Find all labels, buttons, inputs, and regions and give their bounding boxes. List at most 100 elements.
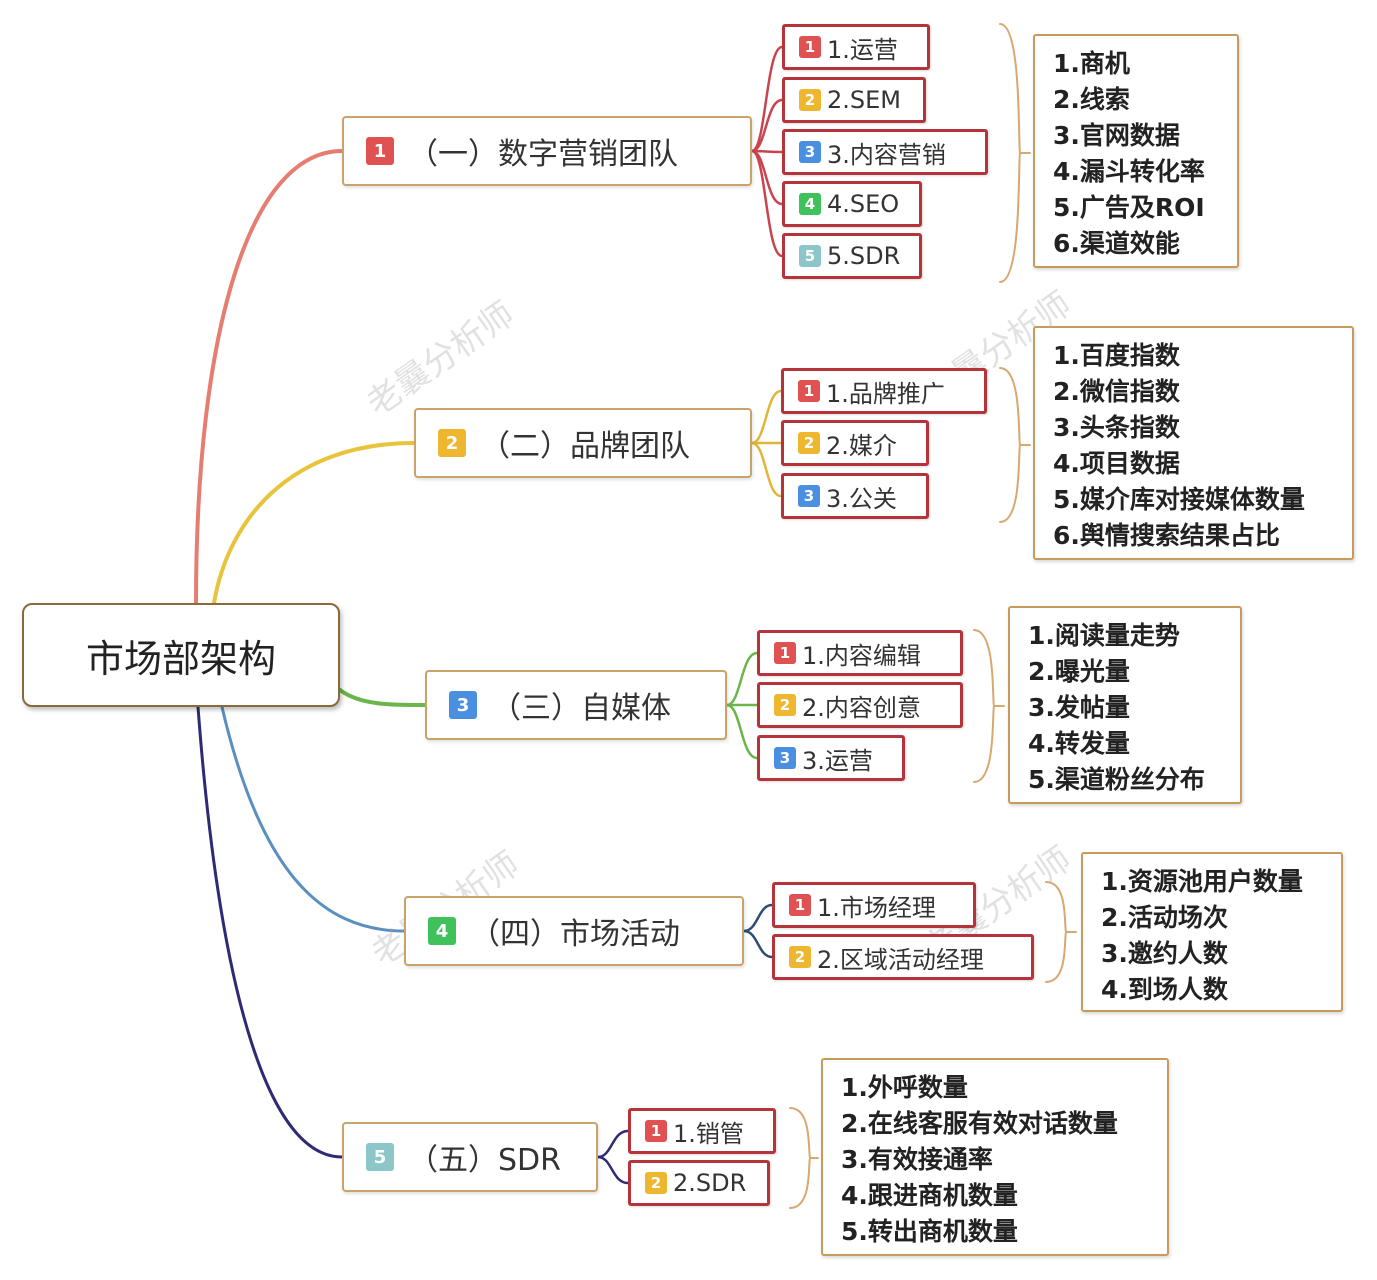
metric-item: 5.媒介库对接媒体数量: [1053, 485, 1305, 514]
metric-item: 1.商机: [1053, 49, 1130, 78]
metric-item: 1.阅读量走势: [1028, 621, 1180, 650]
sub-node-label: 2.区域活动经理: [817, 945, 984, 974]
sub-node[interactable]: 1 1.内容编辑: [757, 630, 963, 676]
metric-item: 5.广告及ROI: [1053, 193, 1205, 222]
brace-5: [789, 1107, 819, 1209]
metric-item: 4.项目数据: [1053, 449, 1180, 478]
metric-item: 2.在线客服有效对话数量: [841, 1109, 1118, 1138]
metric-item: 2.活动场次: [1101, 903, 1228, 932]
priority-1-badge: 1: [799, 36, 821, 58]
sub-node-label: 4.SEO: [827, 190, 900, 218]
priority-3-badge: 3: [799, 141, 821, 163]
metric-item: 4.漏斗转化率: [1053, 157, 1205, 186]
metric-item: 1.资源池用户数量: [1101, 867, 1303, 896]
metric-item: 4.转发量: [1028, 729, 1130, 758]
connector-branch-2-sub-3: [750, 441, 783, 498]
priority-1-badge: 1: [798, 380, 820, 402]
sub-node-label: 1.品牌推广: [826, 379, 945, 408]
metric-item: 1.百度指数: [1053, 341, 1180, 370]
priority-1-badge: 1: [774, 642, 796, 664]
sub-node[interactable]: 5 5.SDR: [782, 233, 922, 279]
sub-node-label: 2.内容创意: [802, 693, 921, 722]
connector-branch-4-sub-2: [742, 929, 774, 959]
brace-2: [999, 367, 1031, 523]
priority-1-badge: 1: [366, 137, 394, 165]
priority-2-badge: 2: [438, 429, 466, 457]
metric-item: 2.线索: [1053, 85, 1130, 114]
metric-item: 5.渠道粉丝分布: [1028, 765, 1205, 794]
connector-branch-1-sub-5: [750, 149, 784, 258]
connector-branch-3-sub-3: [725, 703, 759, 760]
branch-node-digital-marketing[interactable]: 1 （一）数字营销团队: [342, 116, 752, 186]
sub-node[interactable]: 4 4.SEO: [782, 181, 922, 227]
metric-item: 4.到场人数: [1101, 975, 1228, 1004]
sub-node[interactable]: 2 2.区域活动经理: [772, 934, 1034, 980]
connector-branch-1-sub-1: [750, 45, 784, 153]
metric-item: 4.跟进商机数量: [841, 1181, 1018, 1210]
sub-node-label: 3.公关: [826, 484, 897, 513]
sub-node-label: 1.内容编辑: [802, 641, 921, 670]
metric-item: 3.头条指数: [1053, 413, 1180, 442]
priority-5-badge: 5: [366, 1143, 394, 1171]
root-node[interactable]: 市场部架构: [22, 603, 340, 707]
priority-4-badge: 4: [799, 193, 821, 215]
metric-item: 6.舆情搜索结果占比: [1053, 521, 1280, 550]
sub-node[interactable]: 2 2.媒介: [781, 420, 929, 466]
connector-branch-1-sub-4: [750, 149, 784, 206]
sub-node-label: 2.SDR: [673, 1169, 747, 1197]
branch-label: （一）数字营销团队: [408, 137, 678, 172]
priority-2-badge: 2: [645, 1172, 667, 1194]
priority-2-badge: 2: [774, 694, 796, 716]
priority-1-badge: 1: [789, 894, 811, 916]
connector-root-branch-5: [196, 705, 344, 1159]
sub-node-label: 1.市场经理: [817, 893, 936, 922]
branch-node-sdr[interactable]: 5 （五）SDR: [342, 1122, 598, 1192]
connector-root-branch-1: [194, 149, 344, 605]
connector-root-branch-4: [220, 705, 406, 933]
priority-3-badge: 3: [798, 485, 820, 507]
metric-item: 1.外呼数量: [841, 1073, 968, 1102]
sub-node-label: 1.销管: [673, 1119, 744, 1148]
sub-node[interactable]: 1 1.品牌推广: [781, 368, 987, 414]
priority-5-badge: 5: [799, 245, 821, 267]
sub-node[interactable]: 3 3.运营: [757, 735, 905, 781]
metric-item: 6.渠道效能: [1053, 229, 1180, 258]
branch-node-market-events[interactable]: 4 （四）市场活动: [404, 896, 744, 966]
metrics-box: 1.外呼数量 2.在线客服有效对话数量 3.有效接通率 4.跟进商机数量 5.转…: [821, 1058, 1169, 1256]
sub-node[interactable]: 2 2.SEM: [782, 77, 926, 123]
sub-node[interactable]: 3 3.内容营销: [782, 129, 988, 175]
sub-node-label: 2.媒介: [826, 431, 897, 460]
brace-3: [973, 629, 1005, 783]
metrics-box: 1.资源池用户数量 2.活动场次 3.邀约人数 4.到场人数: [1081, 852, 1343, 1012]
branch-node-brand[interactable]: 2 （二）品牌团队: [414, 408, 752, 478]
connector-root-branch-3: [338, 688, 427, 707]
sub-node-label: 1.运营: [827, 35, 898, 64]
branch-label: （三）自媒体: [491, 691, 671, 726]
sub-node-label: 2.SEM: [827, 86, 902, 114]
branch-node-self-media[interactable]: 3 （三）自媒体: [425, 670, 727, 740]
sub-node-label: 3.内容营销: [827, 140, 946, 169]
metrics-box: 1.阅读量走势 2.曝光量 3.发帖量 4.转发量 5.渠道粉丝分布: [1008, 606, 1242, 804]
metric-item: 2.微信指数: [1053, 377, 1180, 406]
connector-branch-1-sub-2: [750, 98, 784, 153]
connector-branch-2-sub-1: [750, 389, 783, 445]
connector-root-branch-2: [212, 441, 416, 605]
priority-2-badge: 2: [789, 946, 811, 968]
sub-node[interactable]: 2 2.内容创意: [757, 682, 963, 728]
connector-branch-5-sub-2: [596, 1155, 630, 1185]
connector-lines: [194, 23, 1077, 1209]
sub-node[interactable]: 2 2.SDR: [628, 1160, 770, 1206]
priority-3-badge: 3: [774, 747, 796, 769]
sub-node[interactable]: 1 1.运营: [782, 24, 930, 70]
metric-item: 3.有效接通率: [841, 1145, 993, 1174]
brace-4: [1045, 881, 1077, 983]
metric-item: 2.曝光量: [1028, 657, 1130, 686]
branch-label: （二）品牌团队: [480, 429, 690, 464]
sub-node[interactable]: 1 1.销管: [628, 1108, 776, 1154]
priority-2-badge: 2: [799, 89, 821, 111]
sub-node[interactable]: 1 1.市场经理: [772, 882, 976, 928]
sub-node[interactable]: 3 3.公关: [781, 473, 929, 519]
sub-node-label: 5.SDR: [827, 242, 901, 270]
metric-item: 3.发帖量: [1028, 693, 1130, 722]
